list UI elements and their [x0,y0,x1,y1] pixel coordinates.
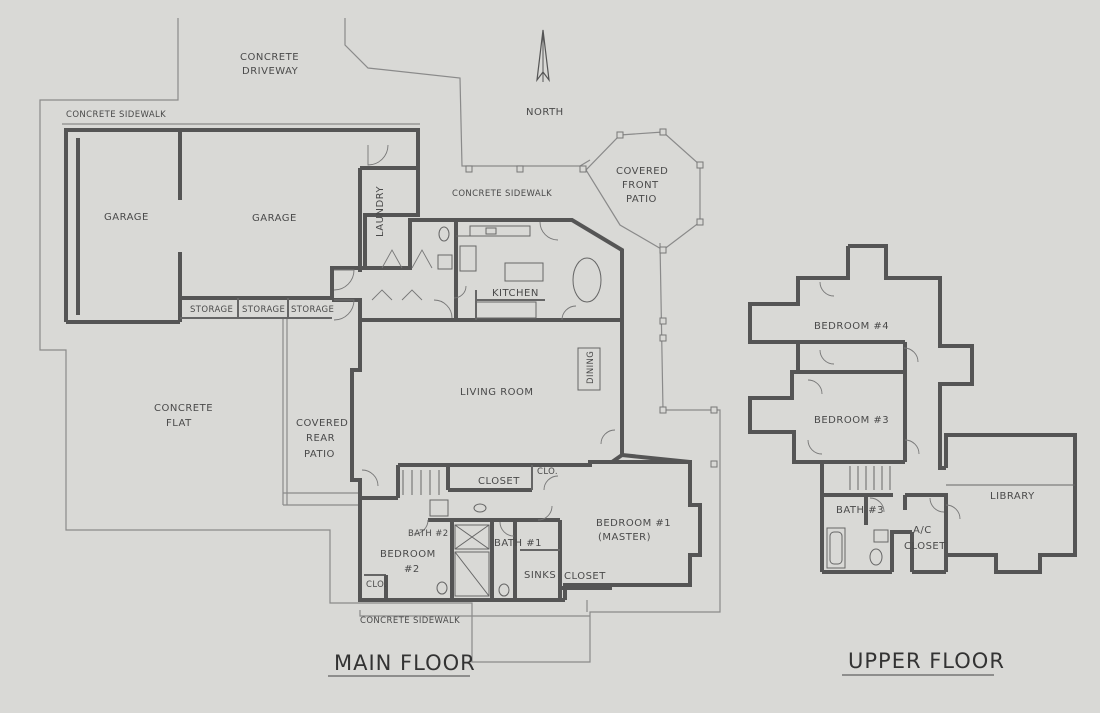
upper-floor-fixtures [826,466,1075,569]
north-label: NORTH [526,107,564,118]
covered-front-patio-label-3: PATIO [626,194,657,205]
bedroom-2-label-2: #2 [404,564,420,575]
kitchen-label: KITCHEN [492,288,539,299]
bath-2-label: BATH #2 [408,529,449,539]
site-outline [39,18,721,663]
covered-rear-patio-label-2: REAR [306,433,335,444]
bedroom-1-label-2: (MASTER) [598,532,651,543]
main-floor-title: MAIN FLOOR [334,651,476,675]
concrete-driveway-label-1: CONCRETE [240,52,299,63]
north-arrow-icon [536,29,550,83]
main-floor-fixtures [402,225,602,597]
bedroom-3-label: BEDROOM #3 [814,415,889,426]
laundry-label: LAUNDRY [375,186,386,237]
concrete-sidewalk-top-label: CONCRETE SIDEWALK [66,110,166,120]
bedroom-4-label: BEDROOM #4 [814,321,889,332]
living-room-label: LIVING ROOM [460,387,534,398]
main-floor-doors [333,144,616,537]
concrete-flat-label-2: FLAT [166,418,192,429]
upper-floor-doors [807,281,961,520]
storage-1-label: STORAGE [190,305,233,315]
concrete-flat-label-1: CONCRETE [154,403,213,414]
concrete-sidewalk-bottom-label: CONCRETE SIDEWALK [360,616,460,626]
covered-rear-patio-label-3: PATIO [304,449,335,460]
concrete-driveway-label-2: DRIVEWAY [242,66,299,77]
upper-floor-title: UPPER FLOOR [848,649,1005,673]
ac-closet-label-2: CLOSET [904,541,946,552]
garage-right-label: GARAGE [252,213,297,224]
garage-left-label: GARAGE [104,212,149,223]
concrete-sidewalk-mid-label: CONCRETE SIDEWALK [452,189,552,199]
covered-front-patio-label-2: FRONT [622,180,659,191]
covered-front-patio-label-1: COVERED [616,166,668,177]
bath-3-label: BATH #3 [836,505,884,516]
closet-master-label: CLOSET [564,571,606,582]
floor-titles: MAIN FLOOR UPPER FLOOR [328,649,1005,677]
closet-main-label: CLOSET [478,476,520,487]
clo-2-label: CLO. [366,580,387,590]
storage-3-label: STORAGE [291,305,334,315]
sinks-label: SINKS [524,570,556,581]
front-patio-outline [465,128,718,468]
storage-2-label: STORAGE [242,305,285,315]
room-labels: CONCRETE DRIVEWAY NORTH CONCRETE SIDEWAL… [66,52,1035,626]
ac-closet-label-1: A/C [913,525,932,536]
bedroom-1-label-1: BEDROOM #1 [596,518,671,529]
dining-label: DINING [586,351,596,384]
clo-1-label: CLO. [537,467,558,477]
library-label: LIBRARY [990,491,1035,502]
bath-1-label: BATH #1 [494,538,542,549]
covered-rear-patio-label-1: COVERED [296,418,348,429]
bedroom-2-label-1: BEDROOM [380,549,436,560]
upper-floor-walls [748,244,1077,574]
